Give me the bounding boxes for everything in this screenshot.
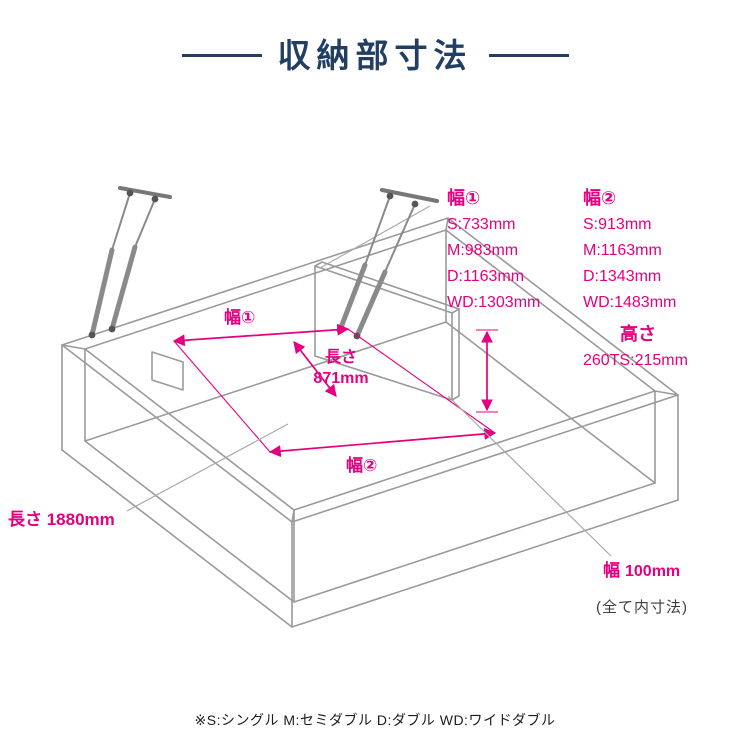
dimension-arrows — [172, 323, 498, 458]
spec-width2-heading: 幅② — [583, 188, 617, 208]
size-legend-footnote: ※S:シングル M:セミダブル D:ダブル WD:ワイドダブル — [194, 712, 556, 728]
title-rule-right — [488, 54, 569, 58]
side-width-label: 幅 100mm — [603, 556, 680, 581]
spec-width1-row: S:733mm — [447, 216, 516, 233]
spec-width2-row: D:1343mm — [583, 268, 662, 285]
floor-bracket — [151, 351, 184, 391]
length-871-label-line2: 871mm — [313, 370, 369, 387]
spec-width2-row: S:913mm — [583, 216, 652, 233]
length-871-label-line1: 長さ — [324, 349, 357, 366]
width1-arrow-label: 幅① — [224, 308, 256, 327]
width2-arrow-label: 幅② — [346, 456, 378, 475]
spec-width2-row: M:1163mm — [583, 242, 662, 259]
title-rule-left — [181, 54, 262, 58]
spec-height-row: 260TS:215mm — [583, 352, 688, 369]
inner-dimension-note: (全て内寸法) — [596, 599, 688, 616]
gas-strut-left — [88, 186, 172, 339]
storage-area-edge-right — [347, 328, 496, 434]
spec-width1-row: D:1163mm — [447, 268, 525, 285]
spec-height: 高さ 260TS:215mm — [583, 320, 688, 374]
spec-width2: 幅② S:913mm M:1163mm D:1343mm WD:1483mm — [583, 184, 676, 316]
spec-width2-row: WD:1483mm — [583, 294, 677, 311]
side-width-leader — [447, 395, 612, 557]
spec-height-heading: 高さ — [620, 324, 656, 344]
storage-area-edge-left — [173, 340, 271, 453]
length-871-label: 長さ 871mm — [303, 347, 379, 389]
page-title: 収納部寸法 — [0, 36, 750, 76]
side-width-label-value: 100mm — [625, 563, 681, 580]
length-total-leader — [126, 423, 289, 512]
spec-width1-row: WD:1303mm — [447, 294, 541, 311]
width2-arrow — [268, 427, 497, 458]
length-total-label: 長さ 1880mm — [8, 510, 115, 529]
length-871-arrow — [293, 341, 337, 397]
spec-width1: 幅① S:733mm M:983mm D:1163mm WD:1303mm — [447, 184, 540, 316]
spec-width1-row: M:983mm — [447, 242, 519, 259]
spec-width1-heading: 幅① — [447, 188, 481, 208]
side-width-label-kanji: 幅 — [603, 561, 620, 580]
width1-arrow — [172, 323, 350, 347]
leader-lines — [126, 395, 612, 557]
page-title-text: 収納部寸法 — [277, 37, 473, 74]
gas-strut-center — [319, 188, 439, 340]
